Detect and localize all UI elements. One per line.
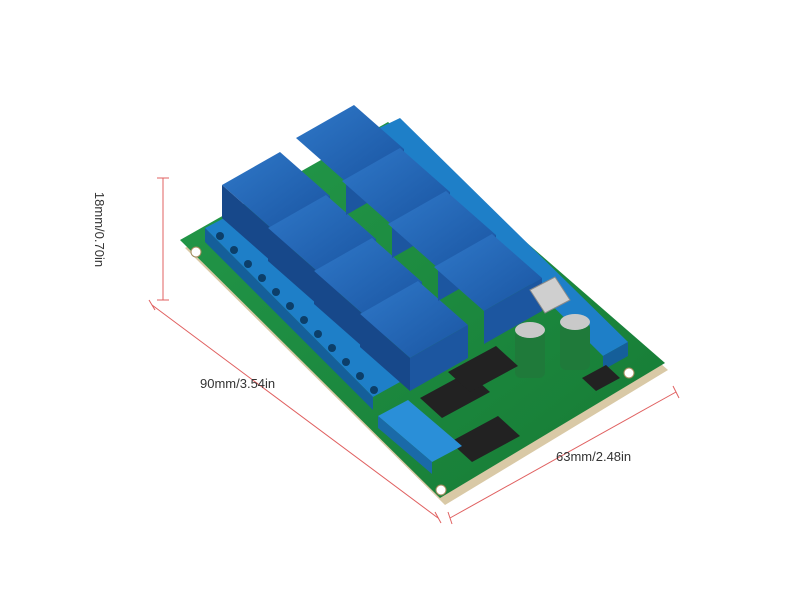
relay-4 <box>360 281 468 391</box>
height-dimension-label: 18mm/0.70in <box>92 191 108 268</box>
terminal-strip-left <box>205 214 400 410</box>
dip-switch <box>378 400 462 474</box>
relay-array <box>222 105 542 391</box>
dimension-lines <box>148 177 680 525</box>
length-dimension-label: 90mm/3.54in <box>200 376 276 391</box>
ic-chips <box>420 346 620 462</box>
voltage-regulator <box>529 276 571 314</box>
width-dimension-label: 63mm/2.48in <box>556 449 632 464</box>
capacitors <box>515 314 590 378</box>
relay-8 <box>434 234 542 344</box>
